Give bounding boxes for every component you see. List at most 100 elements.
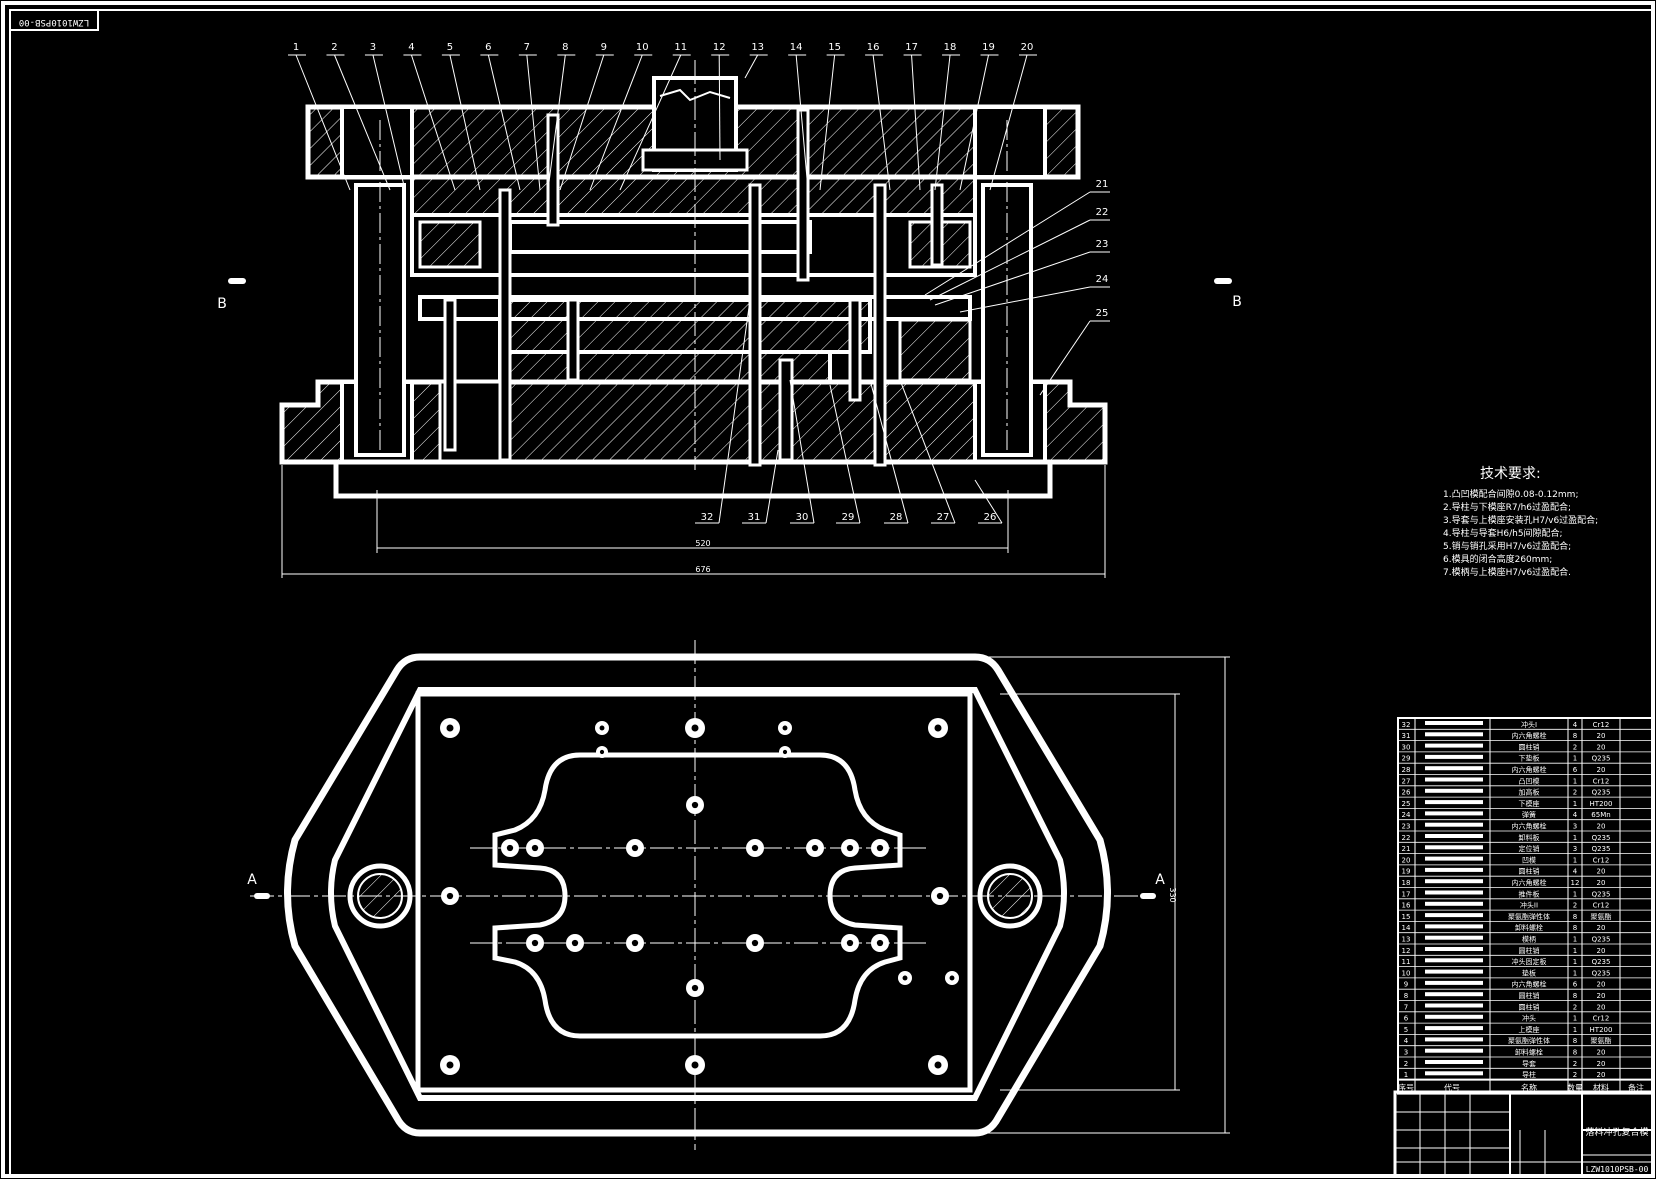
callout-label-30: 30 — [796, 512, 809, 523]
bom-no: 17 — [1402, 890, 1411, 898]
bom-code-bar — [1425, 822, 1483, 827]
hole-center — [446, 1061, 454, 1069]
bom-material: Q235 — [1592, 755, 1611, 763]
bom-code-bar — [1425, 800, 1483, 805]
bom-name: 圆柱销 — [1519, 742, 1540, 751]
hole-center — [846, 844, 854, 852]
bom-code-bar — [1425, 867, 1483, 872]
hole-center — [934, 724, 942, 732]
hole-center — [949, 975, 955, 981]
callout-label-2: 2 — [331, 42, 337, 53]
bom-name: 定位销 — [1519, 844, 1540, 853]
bom-header-cell: 名称 — [1521, 1083, 1537, 1093]
bom-code-bar — [1425, 856, 1483, 861]
plan-label-left: A — [247, 872, 257, 888]
bom-qty: 1 — [1573, 1026, 1577, 1034]
callout-label-4: 4 — [408, 42, 414, 53]
callout-label-21: 21 — [1096, 179, 1109, 190]
bom-name: 卸料螺栓 — [1515, 923, 1543, 932]
callout-label-26: 26 — [984, 512, 997, 523]
bom-name: 加高板 — [1519, 788, 1540, 797]
callout-label-23: 23 — [1096, 239, 1109, 250]
bom-code-bar — [1425, 754, 1483, 759]
bom-qty: 1 — [1573, 755, 1577, 763]
bom-name: 导套 — [1522, 1059, 1536, 1068]
bom-name: 卸料板 — [1519, 833, 1540, 842]
callout-label-9: 9 — [601, 42, 607, 53]
bom-qty: 1 — [1573, 834, 1577, 842]
bom-qty: 2 — [1573, 743, 1577, 751]
plan-marker-left: A — [247, 872, 270, 899]
bom-code-bar — [1425, 1048, 1483, 1053]
plan-dimension-lines — [975, 656, 1230, 1134]
dim-inner-width: 520 — [695, 539, 710, 548]
bom-code-bar — [1425, 879, 1483, 884]
bom-name: 聚氨酯弹性体 — [1508, 1036, 1550, 1045]
dim-overall-width: 676 — [695, 565, 710, 574]
bom-no: 4 — [1404, 1037, 1409, 1045]
callout-label-17: 17 — [905, 42, 918, 53]
bom-qty: 2 — [1573, 902, 1577, 910]
bom-no: 25 — [1402, 800, 1411, 808]
bom-name: 上模座 — [1519, 1025, 1540, 1034]
bom-header-cell: 数量 — [1567, 1083, 1583, 1093]
bom-name: 圆柱销 — [1519, 1002, 1540, 1011]
bom-header-cell: 代号 — [1444, 1083, 1460, 1093]
bom-name: 冲头II — [1520, 901, 1538, 910]
guide-bush-left-cut — [340, 105, 414, 179]
callout-label-19: 19 — [982, 42, 995, 53]
bom-qty: 4 — [1573, 811, 1578, 819]
bom-material: 65Mn — [1591, 811, 1610, 819]
bom-no: 16 — [1402, 902, 1411, 910]
bom-name: 导柱 — [1522, 1070, 1536, 1079]
section-view — [279, 60, 1108, 499]
tech-req-item: 5.销与销孔采用H7/v6过盈配合; — [1443, 540, 1571, 552]
bom-no: 31 — [1402, 732, 1411, 740]
bom-material: HT200 — [1590, 800, 1613, 808]
bom-material: 20 — [1597, 879, 1606, 887]
bom-name: 弹簧 — [1522, 810, 1536, 819]
bom-material: 20 — [1597, 732, 1606, 740]
bom-code-bar — [1425, 924, 1483, 929]
callout-label-1: 1 — [293, 42, 299, 53]
bom-code-bar — [1425, 732, 1483, 737]
bom-no: 14 — [1402, 924, 1411, 932]
callout-label-31: 31 — [748, 512, 761, 523]
hole-center — [506, 844, 514, 852]
bom-material: 20 — [1597, 924, 1606, 932]
bom-qty: 8 — [1573, 992, 1577, 1000]
bom-material: 20 — [1597, 981, 1606, 989]
hole-center — [446, 724, 454, 732]
bom-material: Cr12 — [1593, 902, 1610, 910]
bom-no: 1 — [1404, 1071, 1408, 1079]
bom-code-bar — [1425, 777, 1483, 782]
hole-center — [782, 725, 788, 731]
technical-requirements: 技术要求: 1.凸凹模配合间隙0.08-0.12mm;2.导柱与下模座R7/h6… — [1443, 466, 1598, 578]
bom-no: 3 — [1404, 1049, 1408, 1057]
bom-code-bar — [1425, 743, 1483, 748]
section-marker-left: B — [217, 278, 246, 312]
bom-qty: 2 — [1573, 789, 1577, 797]
hole-center — [531, 939, 539, 947]
section-label-right: B — [1232, 294, 1242, 310]
hole-center — [446, 892, 454, 900]
bom-material: HT200 — [1590, 1026, 1613, 1034]
callout-label-11: 11 — [674, 42, 687, 53]
dim-plan-height: 330 — [1168, 887, 1177, 902]
bom-qty: 4 — [1573, 721, 1578, 729]
bom-name: 冲头 — [1522, 1014, 1536, 1023]
callout-label-8: 8 — [562, 42, 568, 53]
bom-material: 20 — [1597, 947, 1606, 955]
bom-no: 24 — [1402, 811, 1411, 819]
bom-name: 下模座 — [1519, 799, 1540, 808]
plan-holes — [440, 718, 959, 1075]
bom-qty: 8 — [1573, 732, 1577, 740]
blank-profile — [492, 752, 903, 1039]
section-marker-right: B — [1214, 278, 1242, 310]
bom-no: 6 — [1404, 1015, 1409, 1023]
bom-no: 8 — [1404, 992, 1408, 1000]
bom-qty: 1 — [1573, 936, 1577, 944]
bom-no: 26 — [1402, 789, 1411, 797]
bom-code-bar — [1425, 901, 1483, 906]
